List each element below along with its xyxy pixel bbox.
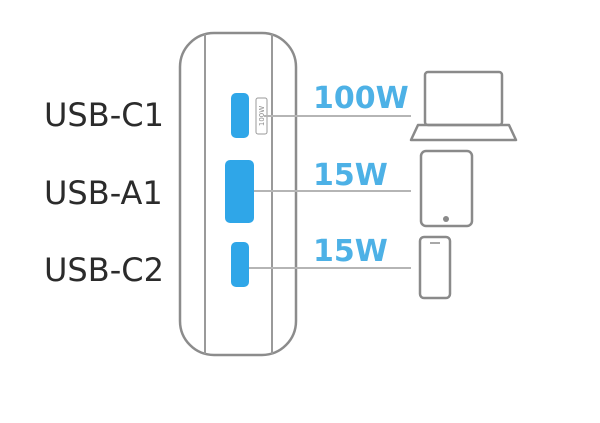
watt-label-usb-c2: 15W — [313, 234, 388, 269]
port-label-usb-c2: USB-C2 — [44, 251, 164, 289]
phone-icon — [418, 235, 452, 300]
port-tag-text: 100W — [258, 106, 266, 126]
usb-c1-port — [231, 93, 249, 138]
port-label-usb-c1: USB-C1 — [44, 96, 164, 134]
watt-label-usb-a1: 15W — [313, 158, 388, 193]
usb-c2-port — [231, 242, 249, 287]
port-label-usb-a1: USB-A1 — [44, 174, 163, 212]
watt-label-usb-c1: 100W — [313, 81, 409, 116]
usb-a1-port — [225, 160, 254, 223]
tablet-icon — [419, 149, 474, 228]
laptop-icon — [409, 70, 518, 142]
